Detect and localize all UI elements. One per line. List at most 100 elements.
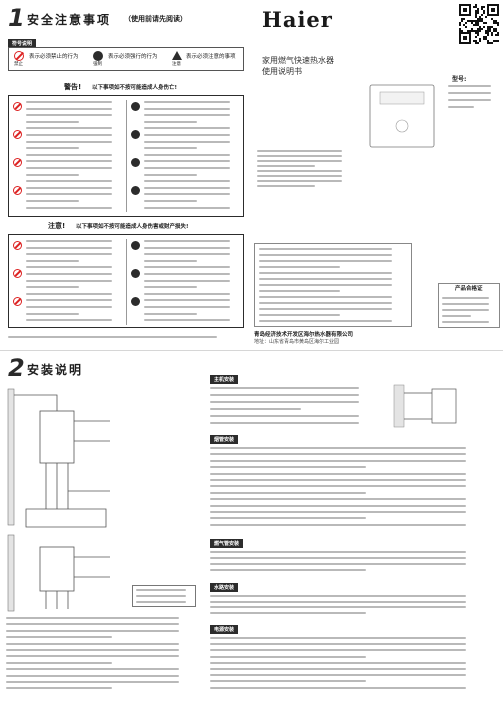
illegible-text-line bbox=[257, 175, 342, 177]
qr-module bbox=[475, 22, 477, 24]
qr-module bbox=[459, 30, 461, 32]
qr-module bbox=[487, 42, 489, 44]
mandatory-icon bbox=[131, 269, 140, 278]
illegible-text-line bbox=[26, 173, 79, 176]
qr-module bbox=[481, 18, 483, 20]
qr-module bbox=[479, 26, 481, 28]
qr-module bbox=[473, 24, 475, 26]
certificate-title: 产品合格证 bbox=[455, 286, 483, 292]
illegible-text-line bbox=[210, 459, 466, 462]
qr-finder-core bbox=[463, 8, 467, 12]
illegible-text-line bbox=[210, 655, 367, 658]
qr-module bbox=[485, 32, 487, 34]
cover-small-print bbox=[257, 150, 367, 230]
section-2-number: 2 bbox=[8, 354, 25, 382]
qr-module bbox=[479, 40, 481, 42]
mandatory-icon bbox=[131, 130, 140, 139]
illegible-text-line bbox=[448, 99, 492, 101]
illegible-text-line bbox=[210, 563, 466, 565]
qr-module bbox=[469, 20, 471, 22]
qr-module bbox=[497, 34, 499, 36]
illegible-text-line bbox=[259, 314, 341, 316]
caution-header-text: 以下事项如不按可能造成人身伤害或财产损失! bbox=[76, 224, 189, 230]
illegible-text-line bbox=[26, 127, 113, 130]
qr-module bbox=[479, 20, 481, 22]
illegible-text-line bbox=[144, 312, 197, 315]
qr-module bbox=[471, 22, 473, 24]
illegible-text-line bbox=[26, 240, 113, 242]
illegible-text-line bbox=[210, 649, 466, 652]
qr-module bbox=[459, 28, 461, 30]
qr-module bbox=[477, 34, 479, 36]
illegible-text-line bbox=[144, 101, 231, 103]
warning-divider bbox=[126, 100, 127, 212]
illegible-text-line bbox=[6, 617, 179, 619]
product-name: 家用燃气快速热水器 bbox=[262, 56, 334, 65]
illegible-text-line bbox=[257, 170, 342, 172]
heater-panel bbox=[379, 91, 425, 105]
illegible-text-line bbox=[144, 160, 231, 163]
illegible-text-line bbox=[26, 193, 113, 196]
illegible-text-line bbox=[210, 479, 466, 481]
section-2-title: 安装说明 bbox=[27, 363, 84, 377]
illegible-text-line bbox=[259, 266, 341, 268]
illegible-text-line bbox=[26, 153, 113, 156]
qr-module bbox=[463, 24, 465, 26]
illegible-text-line bbox=[210, 661, 466, 664]
prohibit-icon bbox=[13, 241, 22, 250]
illegible-text-line bbox=[144, 120, 197, 123]
illegible-text-line bbox=[144, 114, 231, 117]
qr-finder-core bbox=[463, 36, 467, 40]
illegible-text-line bbox=[210, 637, 466, 639]
illegible-text-line bbox=[144, 107, 231, 110]
qr-module bbox=[487, 26, 489, 28]
qr-module bbox=[483, 10, 485, 12]
illegible-text-line bbox=[144, 200, 197, 202]
qr-module bbox=[461, 30, 463, 32]
illegible-text-line bbox=[26, 273, 113, 275]
qr-module bbox=[461, 20, 463, 22]
illegible-text-line bbox=[144, 240, 231, 242]
illegible-text-line bbox=[26, 246, 113, 249]
illegible-text-line bbox=[26, 200, 79, 202]
illegible-text-line bbox=[259, 272, 393, 274]
illegible-text-line bbox=[210, 447, 466, 449]
illegible-text-line bbox=[442, 321, 489, 323]
qr-module bbox=[497, 24, 499, 26]
illegible-text-line bbox=[210, 668, 466, 670]
mandatory-desc: 表示必须强行的行为 bbox=[108, 54, 158, 60]
illegible-text-line bbox=[6, 687, 112, 690]
qr-module bbox=[495, 28, 497, 30]
illegible-text-line bbox=[210, 611, 367, 614]
qr-module bbox=[475, 20, 477, 22]
prohibit-icon bbox=[13, 297, 22, 306]
qr-module bbox=[483, 36, 485, 38]
gas-pipe-body bbox=[210, 549, 498, 575]
qr-module bbox=[475, 10, 477, 12]
illegible-text-line bbox=[8, 336, 217, 338]
main-unit-body bbox=[210, 385, 380, 429]
illegible-text-line bbox=[210, 517, 367, 520]
qr-module bbox=[493, 20, 495, 22]
illegible-text-line bbox=[26, 101, 113, 103]
illegible-text-line bbox=[210, 466, 367, 469]
illegible-text-line bbox=[257, 155, 342, 157]
qr-module bbox=[471, 28, 473, 30]
illegible-text-line bbox=[144, 259, 197, 262]
qr-module bbox=[487, 32, 489, 34]
model-list bbox=[448, 83, 500, 113]
illegible-text-line bbox=[144, 180, 231, 183]
qr-module bbox=[485, 38, 487, 40]
qr-module bbox=[495, 40, 497, 42]
qr-module bbox=[479, 30, 481, 32]
qr-module bbox=[477, 8, 479, 10]
warning-left-column bbox=[9, 96, 126, 216]
illegible-text-line bbox=[6, 674, 179, 677]
illegible-text-line bbox=[136, 595, 186, 597]
qr-module bbox=[475, 14, 477, 16]
illegible-text-line bbox=[144, 246, 231, 249]
qr-module bbox=[489, 42, 491, 44]
qr-module bbox=[463, 18, 465, 20]
outdoor-install-diagram bbox=[7, 534, 110, 612]
illegible-text-line bbox=[210, 472, 466, 475]
